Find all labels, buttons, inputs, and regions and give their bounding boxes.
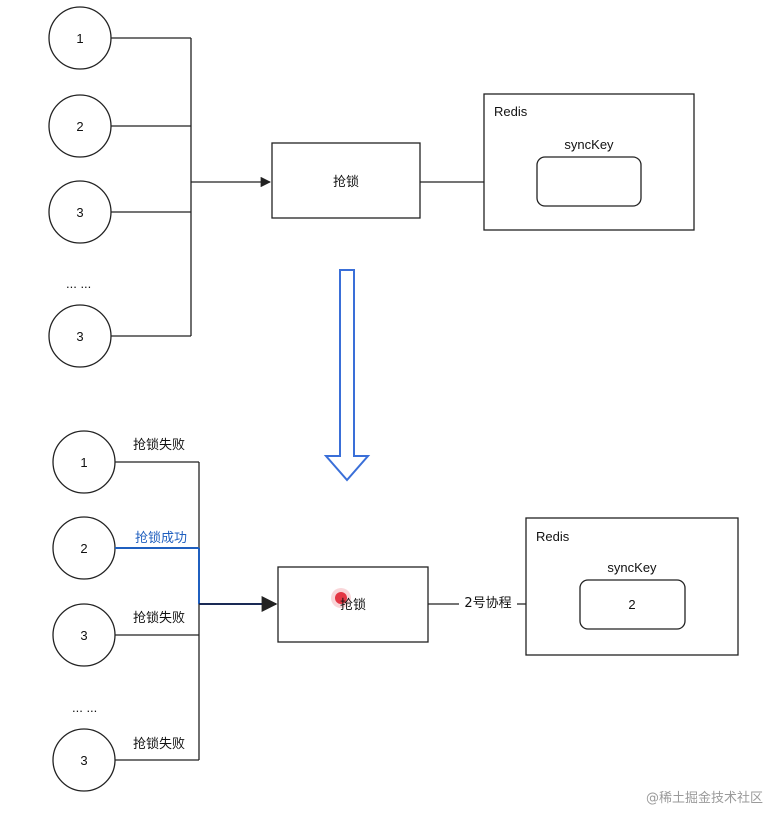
bottom-node-1-label: 1 — [80, 455, 87, 470]
success-path — [115, 547, 200, 604]
top-lock-box: 抢锁 — [271, 142, 421, 219]
result-label-1: 抢锁失败 — [133, 437, 185, 453]
bottom-ellipsis: ... ... — [72, 700, 97, 715]
result-label-2-success: 抢锁成功 — [135, 530, 187, 546]
bottom-node-4: 3 — [52, 728, 116, 792]
edge-label: 2号协程 — [464, 596, 511, 611]
watermark: @稀土掘金技术社区 — [645, 791, 763, 806]
bottom-node-4-label: 3 — [80, 753, 87, 768]
bottom-lock-label: 抢锁 — [340, 597, 366, 613]
top-redis-title: Redis — [494, 104, 528, 119]
bottom-node-3: 3 — [52, 603, 116, 667]
bottom-node-1: 1 — [52, 430, 116, 494]
bottom-synckey-slot — [579, 579, 686, 630]
bottom-node-2: 2 — [52, 516, 116, 580]
result-label-4: 抢锁失败 — [133, 736, 185, 752]
top-synckey-slot — [536, 156, 642, 207]
top-redis-box: Redis syncKey — [483, 93, 695, 231]
top-node-4: 3 — [48, 304, 112, 368]
bottom-node-2-label: 2 — [80, 541, 87, 556]
bottom-connectors — [115, 461, 200, 761]
top-node-2-label: 2 — [76, 119, 83, 134]
result-label-3: 抢锁失败 — [133, 610, 185, 626]
top-node-2: 2 — [48, 94, 112, 158]
top-connectors — [111, 37, 272, 337]
bottom-synckey-value: 2 — [628, 597, 635, 612]
bottom-redis-box: Redis syncKey 2 — [525, 517, 739, 656]
big-down-arrow — [323, 269, 371, 482]
bottom-redis-title: Redis — [536, 529, 570, 544]
top-node-4-label: 3 — [76, 329, 83, 344]
bottom-synckey-label: syncKey — [607, 560, 657, 575]
top-node-1-label: 1 — [76, 31, 83, 46]
bottom-node-3-label: 3 — [80, 628, 87, 643]
top-ellipsis: ... ... — [66, 276, 91, 291]
top-lock-label: 抢锁 — [333, 174, 359, 190]
edge-label-bg — [459, 593, 517, 610]
top-node-3: 3 — [48, 180, 112, 244]
cursor-dot — [335, 592, 347, 604]
bottom-lock-box: 抢锁 — [277, 566, 429, 643]
top-node-3-label: 3 — [76, 205, 83, 220]
top-synckey-label: syncKey — [564, 137, 614, 152]
top-node-1: 1 — [48, 6, 112, 70]
